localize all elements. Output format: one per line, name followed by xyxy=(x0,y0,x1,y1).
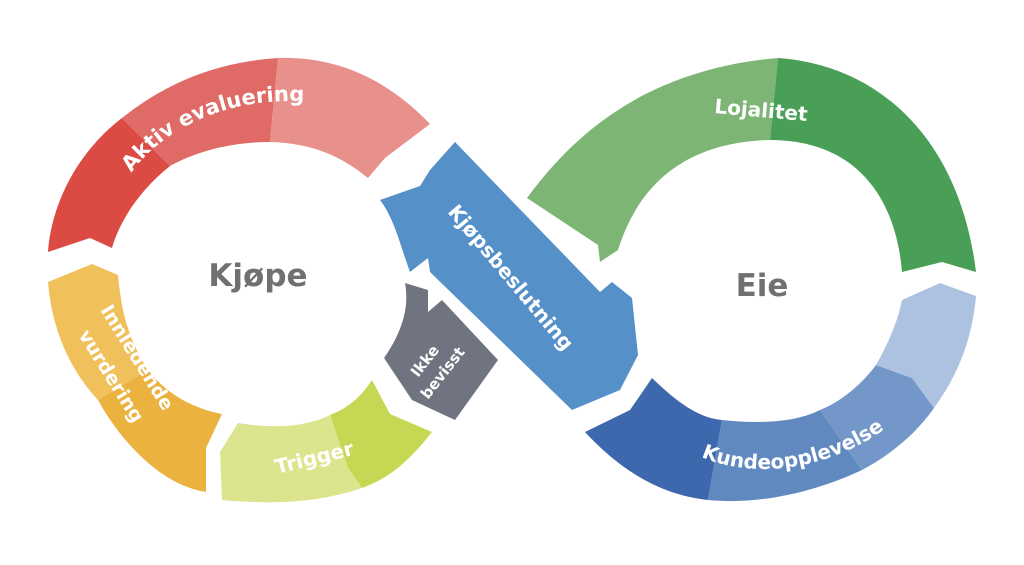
lojalitet-segment-light xyxy=(527,58,778,262)
eie-center-label: Eie xyxy=(736,268,789,304)
kundeopplevelse-segment-3 xyxy=(820,365,934,470)
stage-innledende-vurdering: Innledende vurdering xyxy=(48,264,222,492)
lojalitet-segment-dark xyxy=(770,58,976,272)
stage-trigger: Trigger xyxy=(220,380,432,503)
kundeopplevelse-segment-1 xyxy=(585,378,722,500)
aktiv-evaluering-segment-dark xyxy=(48,118,170,252)
innledende-vurdering-segment-dark xyxy=(98,370,222,492)
stage-kundeopplevelse: Kundeopplevelse xyxy=(585,283,976,502)
kjope-center-label: Kjøpe xyxy=(208,258,307,294)
stage-aktiv-evaluering: Aktiv evaluering xyxy=(48,57,430,252)
kjopsbeslutning-arrow xyxy=(380,142,638,410)
stage-ikke-bevisst: Ikke bevisst xyxy=(384,283,498,420)
trigger-segment-light xyxy=(220,415,362,503)
trigger-segment-dark xyxy=(330,380,432,488)
ikke-bevisst-shape xyxy=(384,283,498,420)
stage-lojalitet: Lojalitet xyxy=(527,58,976,272)
aktiv-evaluering-segment-light xyxy=(270,57,430,178)
innledende-vurdering-segment-light xyxy=(48,264,148,400)
aktiv-evaluering-segment-mid xyxy=(122,58,278,166)
kundeopplevelse-segment-2 xyxy=(708,410,862,502)
kundeopplevelse-segment-4 xyxy=(876,283,976,408)
